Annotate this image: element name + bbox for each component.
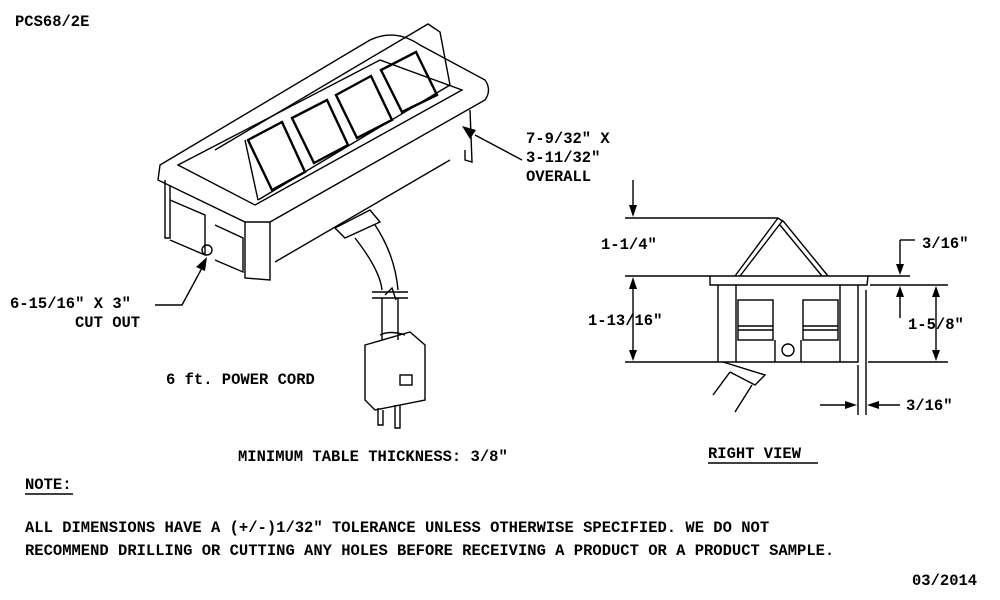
- overall-label: OVERALL: [526, 168, 591, 186]
- drawing-date: 03/2014: [912, 572, 977, 590]
- overall-leader: [474, 134, 523, 161]
- cutout-leader: [155, 267, 203, 306]
- cutout-label: CUT OUT: [75, 314, 140, 332]
- dim-top-height: 1-1/4": [601, 236, 657, 254]
- note-line-1: ALL DIMENSIONS HAVE A (+/-)1/32" TOLERAN…: [25, 519, 769, 537]
- note-heading: NOTE:: [25, 476, 72, 494]
- min-table-thickness: MINIMUM TABLE THICKNESS: 3/8": [238, 448, 508, 466]
- dim-body-height: 1-13/16": [588, 312, 662, 330]
- overall-dim-line1: 7-9/32" X: [526, 130, 610, 148]
- note-line-2: RECOMMEND DRILLING OR CUTTING ANY HOLES …: [25, 542, 834, 560]
- isometric-device-drawing: [157, 23, 490, 429]
- model-number: PCS68/2E: [15, 13, 89, 31]
- dim-flange: 3/16": [922, 235, 969, 253]
- dim-inner-height: 1-5/8": [908, 316, 964, 334]
- cutout-dim: 6-15/16" X 3": [10, 295, 131, 313]
- power-cord-label: 6 ft. POWER CORD: [166, 371, 315, 389]
- right-view-label: RIGHT VIEW: [708, 445, 802, 463]
- dim-wall: 3/16": [906, 397, 953, 415]
- overall-dim-line2: 3-11/32": [526, 149, 600, 167]
- right-view-drawing: [625, 180, 948, 415]
